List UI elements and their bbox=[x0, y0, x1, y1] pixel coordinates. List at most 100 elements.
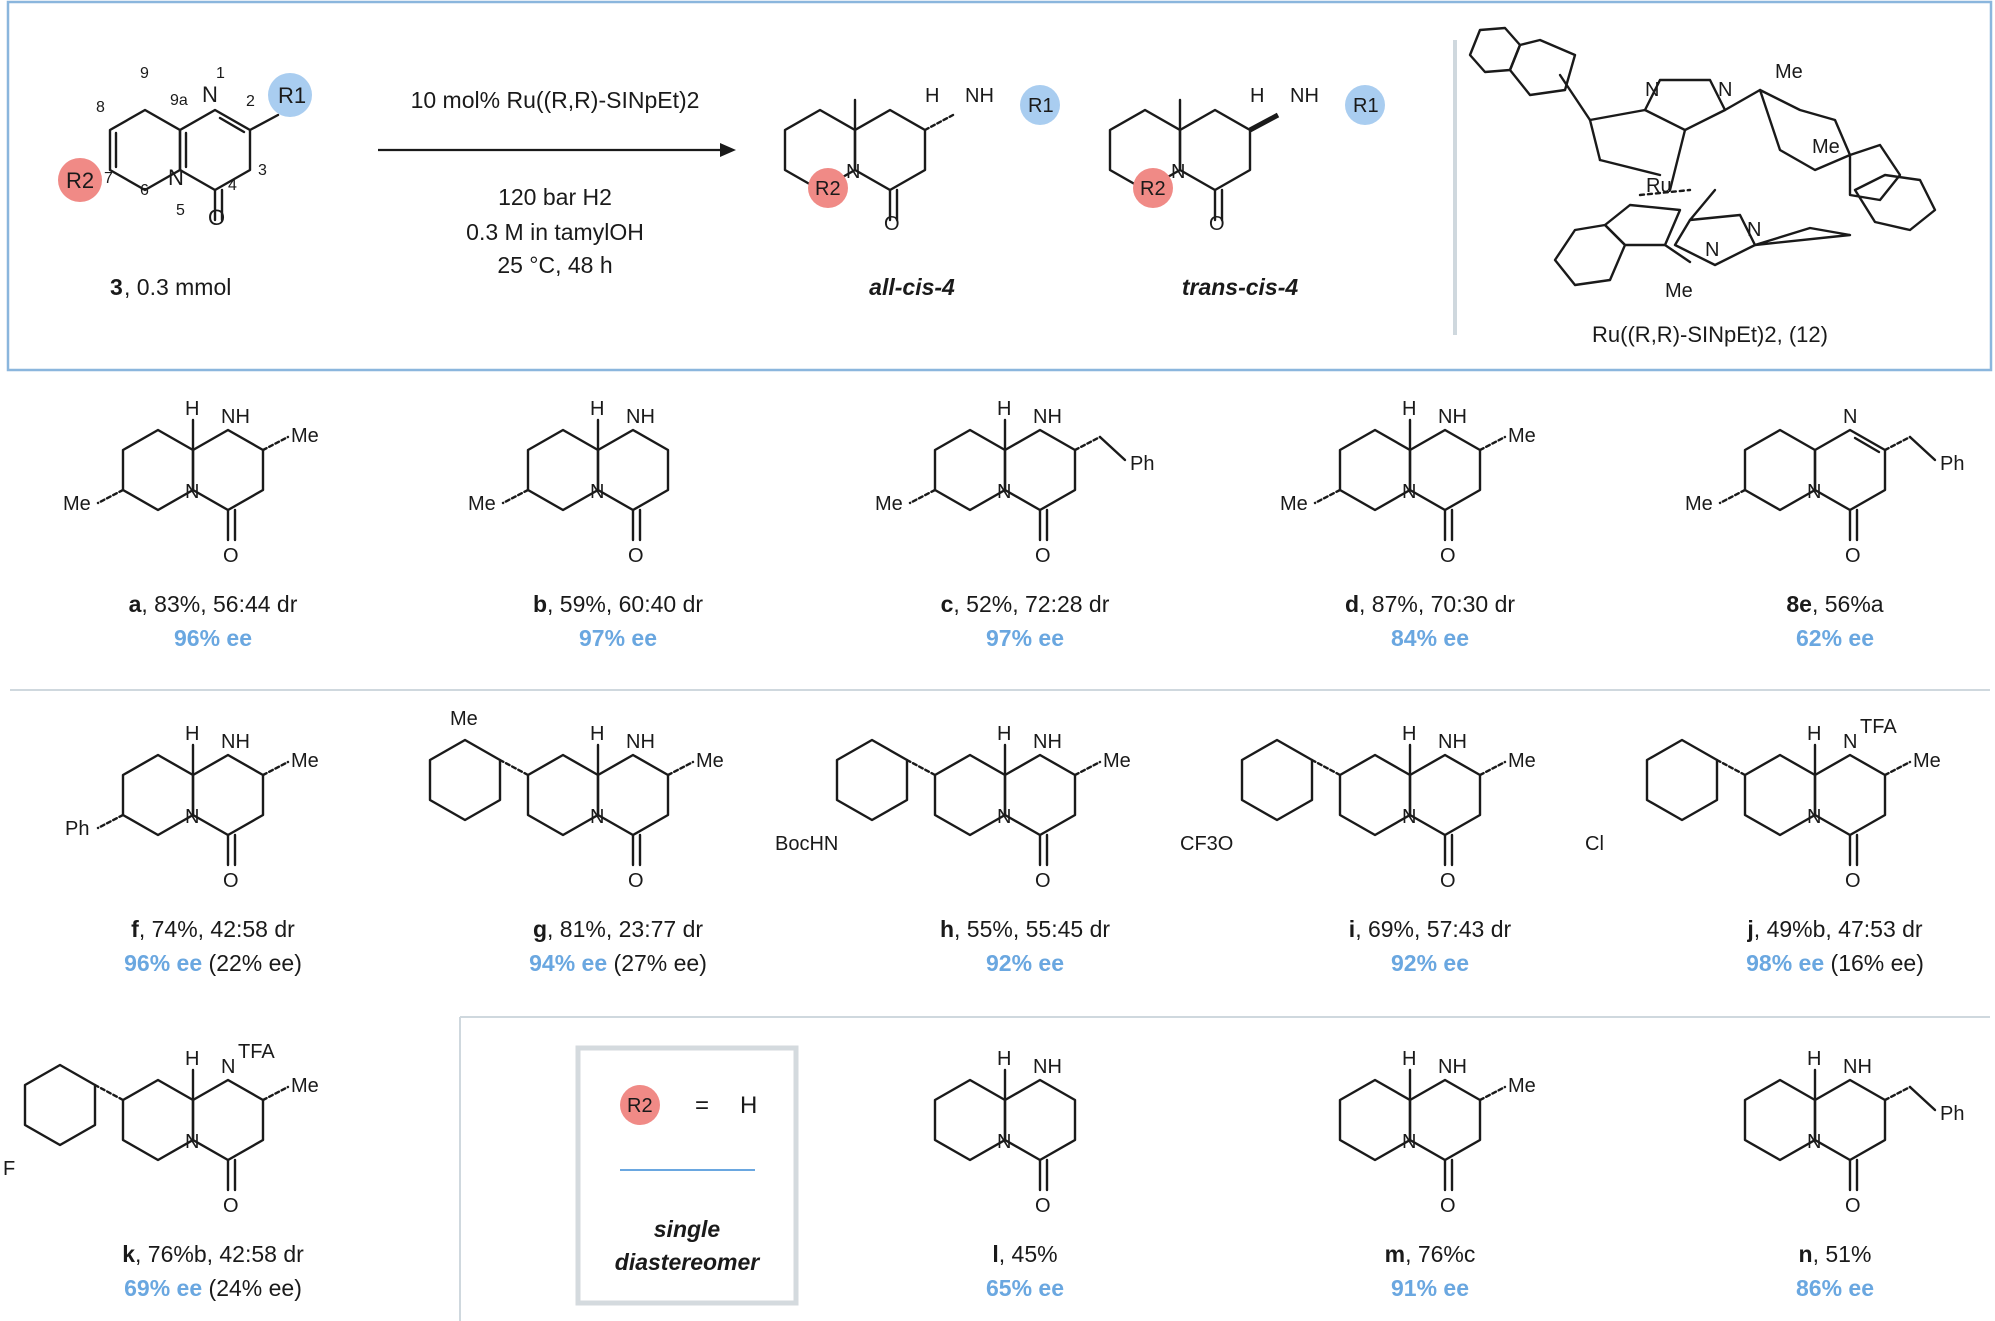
product-m-r1-me: Me bbox=[1508, 1075, 1536, 1097]
product-j-n: N bbox=[1807, 806, 1821, 828]
product-h-aryl-sub: BocHN bbox=[775, 833, 838, 855]
product-j-r1-me: Me bbox=[1913, 750, 1941, 772]
product-c-skeleton bbox=[933, 418, 1077, 542]
product-g-id: g bbox=[533, 916, 547, 942]
product-m-nh: NH bbox=[1438, 1056, 1467, 1078]
product-i-aryl-ring bbox=[1240, 738, 1314, 822]
product-g-ee-line: 94% ee (27% ee) bbox=[529, 950, 707, 976]
product-j-tfa: TFA bbox=[1860, 716, 1897, 738]
product-k-aryl-sub: F bbox=[3, 1158, 15, 1180]
product-b-o: O bbox=[628, 545, 644, 567]
product-l-caption: l, 45% bbox=[992, 1241, 1057, 1267]
product-c-yield: , 52%, 72:28 dr bbox=[953, 591, 1109, 617]
condition-solvent: 0.3 M in tamylOH bbox=[466, 219, 644, 245]
product-c-nh: NH bbox=[1033, 406, 1062, 428]
product-h-caption: h, 55%, 55:45 dr bbox=[940, 916, 1110, 942]
product-c-r1-ph: Ph bbox=[1130, 453, 1154, 475]
product-h-ee-line: 92% ee bbox=[986, 950, 1064, 976]
product-all-cis-o: O bbox=[884, 213, 900, 235]
catalyst-ru: Ru bbox=[1646, 175, 1672, 197]
product-all-cis-r1-circle bbox=[1020, 85, 1060, 125]
product-g-o: O bbox=[628, 870, 644, 892]
product-trans-cis-structure bbox=[1108, 98, 1280, 222]
product-i-caption: i, 69%, 57:43 dr bbox=[1349, 916, 1512, 942]
product-k-caption: k, 76%b, 42:58 dr bbox=[122, 1241, 304, 1267]
product-k-n: N bbox=[185, 1131, 199, 1153]
product-d-yield: , 87%, 70:30 dr bbox=[1359, 591, 1515, 617]
product-f-ee-line: 96% ee (22% ee) bbox=[124, 950, 302, 976]
product-j-nh: N bbox=[1843, 731, 1857, 753]
product-f-r2-ph: Ph bbox=[65, 818, 89, 840]
product-l-yield: , 45% bbox=[999, 1241, 1058, 1267]
legend-caption-2: diastereomer bbox=[615, 1249, 761, 1275]
product-trans-cis-h: H bbox=[1250, 85, 1264, 107]
product-a-nh: NH bbox=[221, 406, 250, 428]
product-b-ee: 97% ee bbox=[579, 625, 657, 651]
product-c-o: O bbox=[1035, 545, 1051, 567]
catalyst-me2: Me bbox=[1812, 136, 1840, 158]
product-f-r1-me: Me bbox=[291, 750, 319, 772]
product-8e-id: 8e bbox=[1786, 591, 1812, 617]
product-g-h: H bbox=[590, 723, 604, 745]
product-f-nh: NH bbox=[221, 731, 250, 753]
start-compound-number: 3 bbox=[110, 274, 123, 300]
legend-box bbox=[575, 1045, 799, 1306]
product-a-r1-me: Me bbox=[291, 425, 319, 447]
product-f-ee-minor: (22% ee) bbox=[202, 950, 302, 976]
product-g-ee: 94% ee bbox=[529, 950, 607, 976]
product-h-yield: , 55%, 55:45 dr bbox=[954, 916, 1110, 942]
product-c-id: c bbox=[941, 591, 954, 617]
product-d-nh: NH bbox=[1438, 406, 1467, 428]
product-c-ee: 97% ee bbox=[986, 625, 1064, 651]
product-h-id: h bbox=[940, 916, 954, 942]
atom-n5: N bbox=[168, 165, 184, 190]
product-l-h: H bbox=[997, 1048, 1011, 1070]
product-h-nh: NH bbox=[1033, 731, 1062, 753]
product-b-n: N bbox=[590, 481, 604, 503]
product-i-aryl-sub: CF3O bbox=[1180, 833, 1233, 855]
legend-equals: = bbox=[695, 1092, 709, 1119]
product-f-id: f bbox=[131, 916, 139, 942]
start-material-structure bbox=[108, 108, 280, 222]
product-d-n: N bbox=[1402, 481, 1416, 503]
r1-label: R1 bbox=[278, 83, 306, 108]
product-h-n: N bbox=[997, 806, 1011, 828]
product-a-ee-line: 96% ee bbox=[174, 625, 252, 651]
product-g-ee-minor: (27% ee) bbox=[607, 950, 707, 976]
product-8e-r2-me: Me bbox=[1685, 493, 1713, 515]
product-f-ee: 96% ee bbox=[124, 950, 202, 976]
atom-number-9: 9 bbox=[140, 65, 149, 82]
product-8e-n: N bbox=[1807, 481, 1821, 503]
product-f-skeleton bbox=[121, 743, 265, 867]
catalyst-label: Ru((R,R)-SINpEt)2, (12) bbox=[1592, 322, 1828, 347]
atom-number-3: 3 bbox=[258, 162, 267, 179]
atom-number-1: 1 bbox=[216, 65, 225, 82]
product-i-r1-me: Me bbox=[1508, 750, 1536, 772]
product-i-nh: NH bbox=[1438, 731, 1467, 753]
header-frame bbox=[6, 0, 1993, 372]
product-a-o: O bbox=[223, 545, 239, 567]
product-n-skeleton bbox=[1743, 1068, 1887, 1192]
product-d-caption: d, 87%, 70:30 dr bbox=[1345, 591, 1515, 617]
product-f-n: N bbox=[185, 806, 199, 828]
product-j-id: j bbox=[1746, 916, 1753, 942]
product-d-ee-line: 84% ee bbox=[1391, 625, 1469, 651]
product-g-caption: g, 81%, 23:77 dr bbox=[533, 916, 703, 942]
product-a-skeleton bbox=[121, 418, 265, 542]
product-trans-cis-o: O bbox=[1209, 213, 1225, 235]
legend-value: H bbox=[740, 1092, 757, 1119]
product-trans-cis-r1-circle bbox=[1345, 85, 1385, 125]
product-all-cis-r2-circle bbox=[808, 168, 848, 208]
product-trans-cis-nh: NH bbox=[1290, 85, 1319, 107]
legend-caption-1: single bbox=[654, 1216, 721, 1242]
product-all-cis-label: all-cis-4 bbox=[869, 274, 955, 300]
product-a-yield: , 83%, 56:44 dr bbox=[141, 591, 297, 617]
product-n-ee: 86% ee bbox=[1796, 1275, 1874, 1301]
product-d-skeleton bbox=[1338, 418, 1482, 542]
